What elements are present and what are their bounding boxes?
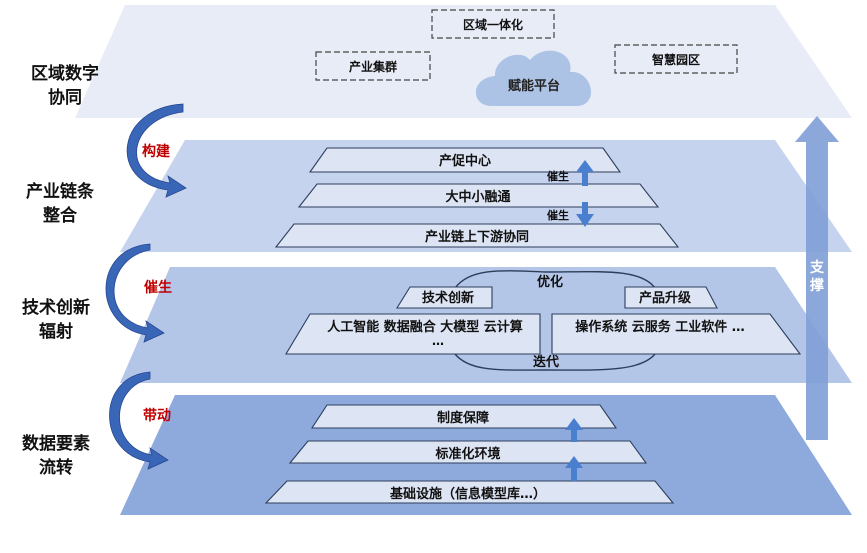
label-line: 协同 <box>48 88 82 108</box>
transition-spawn: 催生 <box>105 243 172 343</box>
curved-arrow-icon <box>105 243 165 343</box>
optimize-label: 优化 <box>537 274 563 290</box>
platform-label: 赋能平台 <box>508 78 560 94</box>
tier-infrastructure-label: 基础设施（信息模型库…） <box>389 486 546 502</box>
layer-regional-digital-collaboration <box>75 5 852 118</box>
tier-upstream-downstream <box>274 223 680 248</box>
label-line: 流转 <box>39 458 73 478</box>
curved-arrow-icon <box>126 103 187 198</box>
tier-upstream-downstream-label: 产业链上下游协同 <box>425 229 529 245</box>
spawn-label-1: 催生 <box>547 169 569 183</box>
curved-arrow-icon <box>109 371 169 470</box>
tech-content-line1: 人工智能 数据融合 大模型 云计算 <box>327 319 523 335</box>
label-line: 辐射 <box>39 322 73 342</box>
arrow-up-icon <box>565 418 583 442</box>
tier-large-small-integration <box>297 183 660 208</box>
tech-innovation-box <box>396 286 493 309</box>
iterate-label: 迭代 <box>533 354 559 370</box>
label-line: 整合 <box>43 206 77 226</box>
spawn-label-2: 催生 <box>547 208 569 222</box>
label-regional-digital-collaboration: 区域数字 协同 <box>5 62 125 110</box>
product-upgrade-box <box>624 286 718 309</box>
integration-label: 区域一体化 <box>463 17 523 32</box>
support-arrow: 支 撑 <box>795 116 839 440</box>
tier-large-small-integration-label: 大中小融通 <box>445 189 510 205</box>
tech-innovation-label: 技术创新 <box>422 290 474 306</box>
label-line: 技术创新 <box>22 298 90 318</box>
arrow-down-icon <box>576 202 594 227</box>
support-arrow-shape <box>795 116 839 440</box>
arrow-up-icon <box>576 160 594 186</box>
label-line: 区域数字 <box>31 64 99 84</box>
transition-drive: 带动 <box>109 371 171 470</box>
tier-standardized-environment-label: 标准化环境 <box>434 446 500 462</box>
tier-standardized-environment <box>288 440 648 464</box>
transition-build-label: 构建 <box>142 143 170 160</box>
tech-content-line2: … <box>432 334 444 348</box>
label-tech-innovation-radiation: 技术创新 辐射 <box>0 296 116 344</box>
tier-institutional-guarantee-label: 制度保障 <box>437 410 489 426</box>
support-label-2: 撑 <box>810 277 824 294</box>
product-upgrade-label: 产品升级 <box>639 290 692 306</box>
cluster-box <box>315 51 431 81</box>
product-content-box <box>551 313 802 355</box>
tier-institutional-guarantee <box>310 404 618 429</box>
smart-park-label: 智慧园区 <box>651 52 700 67</box>
integration-box <box>431 9 555 39</box>
tech-content-box <box>285 313 541 355</box>
label-industrial-chain-integration: 产业链条 整合 <box>0 180 120 228</box>
label-line: 数据要素 <box>22 434 90 454</box>
optimize-cycle-arc <box>454 270 656 289</box>
label-line: 产业链条 <box>26 182 94 202</box>
transition-spawn-label: 催生 <box>144 279 172 296</box>
arrow-up-icon <box>565 456 583 481</box>
cloud-icon <box>475 50 592 106</box>
product-content-line: 操作系统 云服务 工业软件 … <box>575 319 745 335</box>
tier-infrastructure <box>264 480 675 504</box>
smart-park-box <box>614 44 738 74</box>
transition-drive-label: 带动 <box>143 407 171 424</box>
tier-promotion-center-label: 产促中心 <box>439 153 491 169</box>
iterate-cycle-arc <box>454 353 656 371</box>
label-data-element-flow: 数据要素 流转 <box>0 432 116 480</box>
tier-promotion-center <box>308 147 622 173</box>
transition-build: 构建 <box>126 103 187 198</box>
cluster-label: 产业集群 <box>349 59 397 74</box>
support-label-1: 支 <box>809 259 825 276</box>
